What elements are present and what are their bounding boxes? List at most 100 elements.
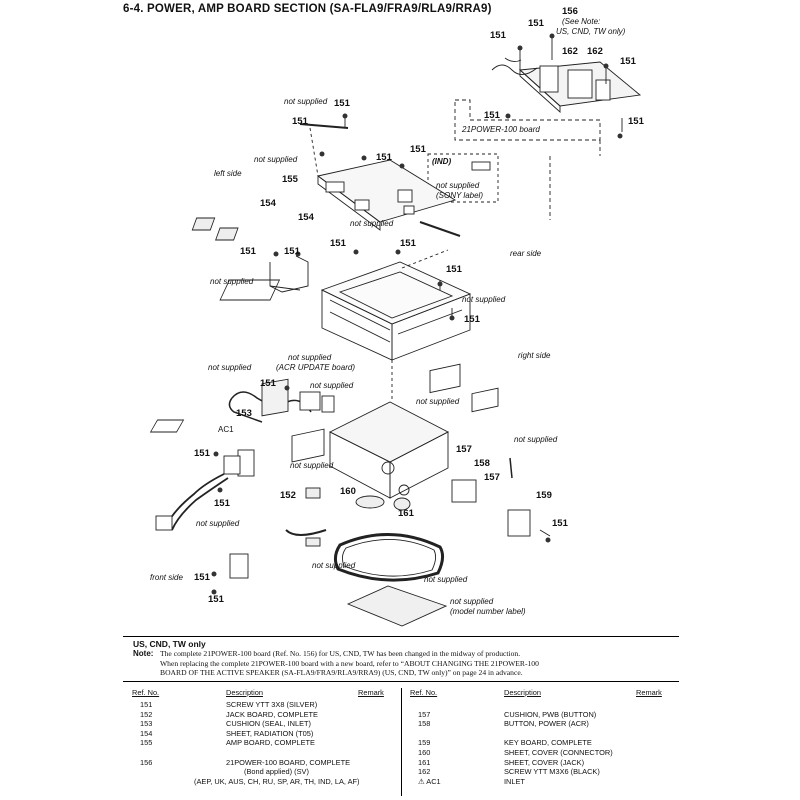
note-text: The complete 21POWER-100 board (Ref. No.… — [160, 649, 660, 678]
table-row: 151 SCREW YTT 3X8 (SILVER) — [140, 700, 400, 710]
amp-board-155 — [316, 159, 457, 231]
label-not-supplied-sony: not supplied — [436, 181, 480, 190]
label-not-supplied-13: not supplied — [424, 575, 468, 584]
label-sony-label: (SONY label) — [436, 191, 483, 200]
ref-151-i: 151 — [410, 144, 427, 155]
ref-154-b: 154 — [298, 212, 315, 223]
note-line: BOARD OF THE ACTIVE SPEAKER (SA-FLA9/FRA… — [160, 668, 523, 678]
label-not-supplied-7: not supplied — [310, 381, 354, 390]
ref-no-cell: 160 — [418, 747, 431, 757]
ref-no-cell: 152 — [140, 709, 153, 719]
ref-153: 153 — [236, 408, 252, 419]
label-right-side: right side — [518, 351, 551, 360]
ref-151-g: 151 — [292, 116, 309, 127]
ref-no-cell: 154 — [140, 728, 153, 738]
ref-151-f: 151 — [334, 98, 351, 109]
bottom-cabinet — [149, 401, 449, 499]
description-cell: JACK BOARD, COMPLETE — [226, 709, 318, 719]
label-acr-update-board: (ACR UPDATE board) — [276, 363, 355, 372]
power-board-156 — [491, 57, 642, 114]
ref-no-cell: 162 — [418, 767, 431, 777]
ref-157-a: 157 — [456, 444, 472, 455]
ref-151-h: 151 — [376, 152, 393, 163]
ref-151-n: 151 — [446, 264, 463, 275]
ref-151-s: 151 — [552, 518, 569, 529]
ref-no-cell: 156 — [140, 757, 153, 767]
description-cell: SHEET, COVER (JACK) — [504, 757, 585, 767]
header-remark: Remark — [358, 688, 384, 697]
header-ref-no: Ref. No. — [410, 688, 438, 697]
label-us-cnd-tw: US, CND, TW only) — [556, 27, 626, 36]
description-cell: INLET — [504, 776, 525, 786]
label-left-side: left side — [214, 169, 242, 178]
ref-156: 156 — [562, 6, 578, 17]
table-row — [418, 729, 678, 739]
table-row: (AEP, UK, AUS, CH, RU, SP, AR, TH, IND, … — [140, 777, 400, 787]
ref-no-cell: 153 — [140, 719, 153, 729]
table-row — [418, 700, 678, 710]
ref-152: 152 — [280, 490, 296, 501]
ref-no-cell: 161 — [418, 757, 431, 767]
table-row: ⚠ AC1 INLET — [418, 777, 678, 787]
label-not-supplied-8: not supplied — [416, 397, 460, 406]
label-not-supplied-12: not supplied — [312, 561, 356, 570]
header-description: Description — [226, 688, 263, 697]
description-cell: 21POWER-100 BOARD, COMPLETE — [226, 757, 351, 767]
table-row: 154 SHEET, RADIATION (T05) — [140, 729, 400, 739]
label-not-supplied-10: not supplied — [514, 435, 558, 444]
label-not-supplied-9: not supplied — [290, 461, 334, 470]
ref-151-o: 151 — [464, 314, 481, 325]
ref-157-b: 157 — [484, 472, 500, 483]
ref-151-m: 151 — [400, 238, 417, 249]
description-cell: SCREW YTT 3X8 (SILVER) — [226, 700, 318, 709]
ref-162-a: 162 — [562, 46, 578, 57]
label-not-supplied-5: not supplied — [462, 295, 506, 304]
description-cell: SHEET, RADIATION (T05) — [226, 728, 314, 738]
header-remark: Remark — [636, 688, 662, 697]
ref-151-k: 151 — [284, 246, 301, 257]
description-cell: (AEP, UK, AUS, CH, RU, SP, AR, TH, IND, … — [194, 776, 360, 786]
label-not-supplied-2: not supplied — [254, 155, 298, 164]
label-not-supplied-4: not supplied — [210, 277, 254, 286]
table-row: 153 CUSHION (SEAL, INLET) — [140, 719, 400, 729]
label-not-supplied-acr: not supplied — [288, 353, 332, 362]
ref-155: 155 — [282, 174, 299, 185]
note-line: When replacing the complete 21POWER-100 … — [160, 658, 539, 668]
note-heading: US, CND, TW only — [133, 639, 206, 649]
table-row: 156 21POWER-100 BOARD, COMPLETE — [140, 758, 400, 768]
description-cell: CUSHION, PWB (BUTTON) — [504, 709, 597, 719]
table-row: 161 SHEET, COVER (JACK) — [418, 758, 678, 768]
ref-158: 158 — [474, 458, 490, 469]
ref-151-q: 151 — [194, 448, 211, 459]
table-row: 152 JACK BOARD, COMPLETE — [140, 710, 400, 720]
header-description: Description — [504, 688, 541, 697]
header-ref-no: Ref. No. — [132, 688, 160, 697]
table-row: 157 CUSHION, PWB (BUTTON) — [418, 710, 678, 720]
description-cell: CUSHION (SEAL, INLET) — [226, 719, 312, 729]
label-not-supplied-11: not supplied — [196, 519, 240, 528]
ref-151-a: 151 — [528, 18, 545, 29]
label-not-supplied-model: not supplied — [450, 597, 494, 606]
ref-no-cell: 151 — [140, 700, 153, 709]
ref-151-u: 151 — [208, 594, 225, 605]
label-front-side: front side — [150, 573, 183, 582]
note-box — [123, 636, 679, 682]
note-label: Note: — [133, 649, 154, 658]
parts-table-right: Ref. No. Description Remark 157 CUSHION, … — [410, 688, 678, 787]
ref-160: 160 — [340, 486, 356, 497]
ref-no-cell: 158 — [418, 719, 431, 729]
description-cell: KEY BOARD, COMPLETE — [504, 738, 592, 748]
page-title: 6-4. POWER, AMP BOARD SECTION (SA-FLA9/F… — [123, 3, 492, 15]
exploded-view-diagram: 151 156 151 162 162 151 151 151 151 151 … — [149, 6, 645, 627]
ref-151-j: 151 — [240, 246, 257, 257]
label-not-supplied-1: not supplied — [284, 97, 328, 106]
ref-151-r: 151 — [214, 498, 231, 509]
amp-chassis-frame — [219, 261, 472, 361]
ref-154-a: 154 — [260, 198, 277, 209]
ref-no-cell: 157 — [418, 709, 431, 719]
ref-no-cell: ⚠ AC1 — [418, 776, 441, 786]
